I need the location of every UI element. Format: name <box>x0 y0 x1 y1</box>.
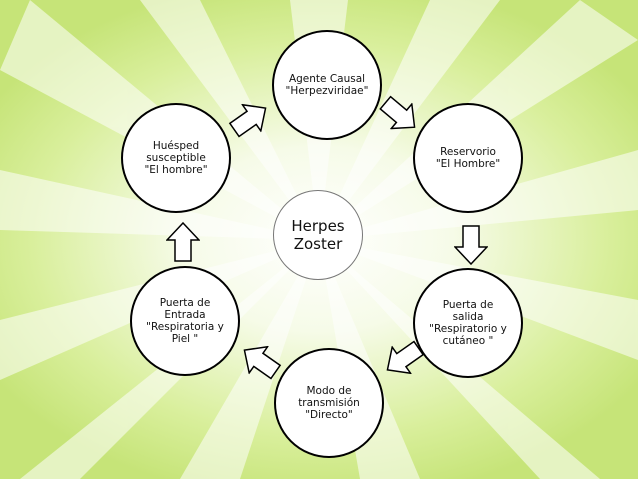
center-label: Herpes Zoster <box>291 217 345 253</box>
arrow-reservorio-to-salida-icon <box>454 225 488 265</box>
node-agente-causal: Agente Causal "Herpezviridae" <box>272 30 382 140</box>
arrow-salida-to-modo-icon <box>386 340 425 375</box>
node-huesped-susceptible-label: Huésped susceptible "El hombre" <box>144 140 208 176</box>
node-puerta-salida-label: Puerta de salida "Respiratorio y cutáneo… <box>429 299 507 347</box>
node-modo-transmision-label: Modo de transmisión "Directo" <box>298 385 360 421</box>
node-modo-transmision: Modo de transmisión "Directo" <box>274 348 384 458</box>
arrow-agente-to-reservorio-icon <box>379 95 416 130</box>
node-puerta-entrada-label: Puerta de Entrada "Respiratoria y Piel " <box>146 297 224 345</box>
node-agente-causal-label: Agente Causal "Herpezviridae" <box>285 73 369 97</box>
center-node-herpes-zoster: Herpes Zoster <box>273 190 363 280</box>
node-huesped-susceptible: Huésped susceptible "El hombre" <box>121 103 231 213</box>
node-puerta-salida: Puerta de salida "Respiratorio y cutáneo… <box>413 268 523 378</box>
arrow-huesped-to-agente-icon <box>228 103 267 138</box>
arrow-modo-to-entrada-icon <box>243 345 282 380</box>
arrow-entrada-to-huesped-icon <box>166 222 200 262</box>
node-puerta-entrada: Puerta de Entrada "Respiratoria y Piel " <box>130 266 240 376</box>
node-reservorio: Reservorio "El Hombre" <box>413 103 523 213</box>
node-reservorio-label: Reservorio "El Hombre" <box>435 146 501 170</box>
